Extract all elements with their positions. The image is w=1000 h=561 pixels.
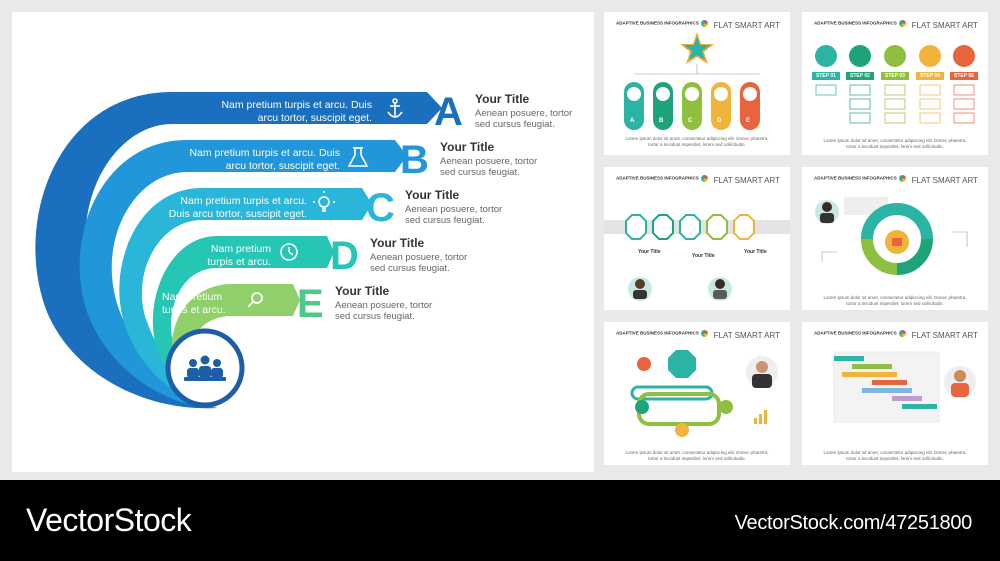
letter-a: A bbox=[434, 90, 463, 134]
t1-letter-b: B bbox=[659, 118, 664, 124]
thumb-footer: Lorem ipsum dolor sit amet, consectetur … bbox=[823, 450, 967, 461]
item-d-title: Your Title bbox=[370, 236, 425, 250]
thumb-logo: ADAPTIVE BUSINESS INFOGRAPHICS bbox=[616, 330, 708, 337]
thumb-header: FLAT SMART ART bbox=[713, 21, 780, 30]
t3-title-3: Your Title bbox=[744, 249, 767, 255]
t2-step-1: STEP 01 bbox=[816, 73, 836, 79]
strip-b-text: Nam pretium turpis et arcu. Duis arcu to… bbox=[189, 147, 340, 172]
gantt-graphic bbox=[833, 351, 976, 423]
strip-e bbox=[171, 284, 288, 408]
strip-e-text: Nam pretium turpis et arcu. bbox=[162, 291, 226, 316]
item-c-title: Your Title bbox=[405, 188, 460, 202]
thumb-footer: Lorem ipsum dolor sit amet, consectetur … bbox=[625, 136, 769, 147]
thumb-gantt[interactable]: ADAPTIVE BUSINESS INFOGRAPHICS FLAT SMAR… bbox=[802, 322, 988, 465]
thumb-header: FLAT SMART ART bbox=[911, 331, 978, 340]
item-c-desc: Aenean posuere, tortor sed cursus feugia… bbox=[405, 204, 503, 226]
thumb-steps[interactable]: ADAPTIVE BUSINESS INFOGRAPHICS FLAT SMAR… bbox=[802, 12, 988, 155]
item-a-desc: Aenean posuere, tortor sed cursus feugia… bbox=[475, 108, 573, 130]
strip-c-text: Nam pretium turpis et arcu. Duis arcu to… bbox=[168, 195, 307, 220]
thumb-header: FLAT SMART ART bbox=[713, 331, 780, 340]
t3-title-1: Your Title bbox=[638, 249, 661, 255]
strip-a bbox=[35, 92, 422, 409]
strip-d bbox=[152, 236, 322, 408]
item-b-title: Your Title bbox=[440, 140, 495, 154]
steps-graphic bbox=[812, 45, 978, 124]
thumb-logo: ADAPTIVE BUSINESS INFOGRAPHICS bbox=[814, 175, 906, 182]
letter-b: B bbox=[400, 138, 429, 182]
thumb-footer: Lorem ipsum dolor sit amet, consectetur … bbox=[823, 295, 967, 306]
strip-a-text: Nam pretium turpis et arcu. Duis arcu to… bbox=[221, 99, 372, 124]
lightbulb-icon bbox=[313, 191, 335, 212]
stock-url: VectorStock.com/47251800 bbox=[734, 512, 973, 534]
anchor-icon bbox=[387, 98, 403, 118]
watermark-banner: VectorStock VectorStock.com/47251800 bbox=[0, 480, 1000, 561]
t3-title-2: Your Title bbox=[692, 253, 715, 259]
clock-icon bbox=[280, 243, 298, 261]
strip-c bbox=[119, 188, 358, 408]
thumb-star-org[interactable]: ADAPTIVE BUSINESS INFOGRAPHICS FLAT SMAR… bbox=[604, 12, 790, 155]
t1-letter-c: C bbox=[688, 118, 693, 124]
thumb-logo: ADAPTIVE BUSINESS INFOGRAPHICS bbox=[616, 175, 708, 182]
thumb-logo: ADAPTIVE BUSINESS INFOGRAPHICS bbox=[814, 330, 906, 337]
thumb-logo: ADAPTIVE BUSINESS INFOGRAPHICS bbox=[616, 20, 708, 27]
strip-d-text: Nam pretium turpis et arcu. bbox=[207, 243, 271, 268]
magnifier-icon bbox=[247, 292, 263, 308]
thumb-footer: Lorem ipsum dolor sit amet, consectetur … bbox=[625, 450, 769, 461]
fan-infographic bbox=[35, 92, 442, 409]
cycle-graphic bbox=[815, 197, 968, 275]
letter-d: D bbox=[330, 234, 359, 278]
thumb-logo: ADAPTIVE BUSINESS INFOGRAPHICS bbox=[814, 20, 906, 27]
stage: Nam pretium turpis et arcu. Duis arcu to… bbox=[12, 12, 988, 472]
item-d-desc: Aenean posuere, tortor sed cursus feugia… bbox=[370, 252, 468, 274]
thumb-process[interactable]: ADAPTIVE BUSINESS INFOGRAPHICS FLAT SMAR… bbox=[604, 167, 790, 310]
item-a-title: Your Title bbox=[475, 92, 530, 106]
t1-letter-a: A bbox=[630, 118, 635, 124]
flask-icon bbox=[347, 147, 369, 167]
item-b-desc: Aenean posuere, tortor sed cursus feugia… bbox=[440, 156, 538, 178]
t2-step-2: STEP 02 bbox=[850, 73, 870, 79]
t2-step-5: STEP 05 bbox=[954, 73, 974, 79]
t2-step-4: STEP 04 bbox=[920, 73, 940, 79]
main-infographic-slide: Nam pretium turpis et arcu. Duis arcu to… bbox=[12, 12, 594, 472]
process-graphic bbox=[604, 214, 790, 301]
thumb-cycle[interactable]: ADAPTIVE BUSINESS INFOGRAPHICS FLAT SMAR… bbox=[802, 167, 988, 310]
thumb-flowchart[interactable]: ADAPTIVE BUSINESS INFOGRAPHICS FLAT SMAR… bbox=[604, 322, 790, 465]
letter-c: C bbox=[366, 186, 395, 230]
t1-letter-e: E bbox=[746, 118, 751, 124]
t1-letter-d: D bbox=[717, 118, 722, 124]
item-e-title: Your Title bbox=[335, 284, 390, 298]
brand-name: VectorStock bbox=[26, 502, 192, 538]
flowchart-graphic bbox=[630, 350, 778, 437]
star-org-graphic bbox=[624, 32, 760, 130]
thumb-header: FLAT SMART ART bbox=[713, 176, 780, 185]
thumb-header: FLAT SMART ART bbox=[911, 21, 978, 30]
thumb-footer: Lorem ipsum dolor sit amet, consectetur … bbox=[823, 138, 967, 149]
team-meeting-icon bbox=[184, 355, 226, 381]
thumb-header: FLAT SMART ART bbox=[911, 176, 978, 185]
t2-step-3: STEP 03 bbox=[885, 73, 905, 79]
letter-e: E bbox=[297, 282, 324, 326]
item-e-desc: Aenean posuere, tortor sed cursus feugia… bbox=[335, 300, 433, 322]
